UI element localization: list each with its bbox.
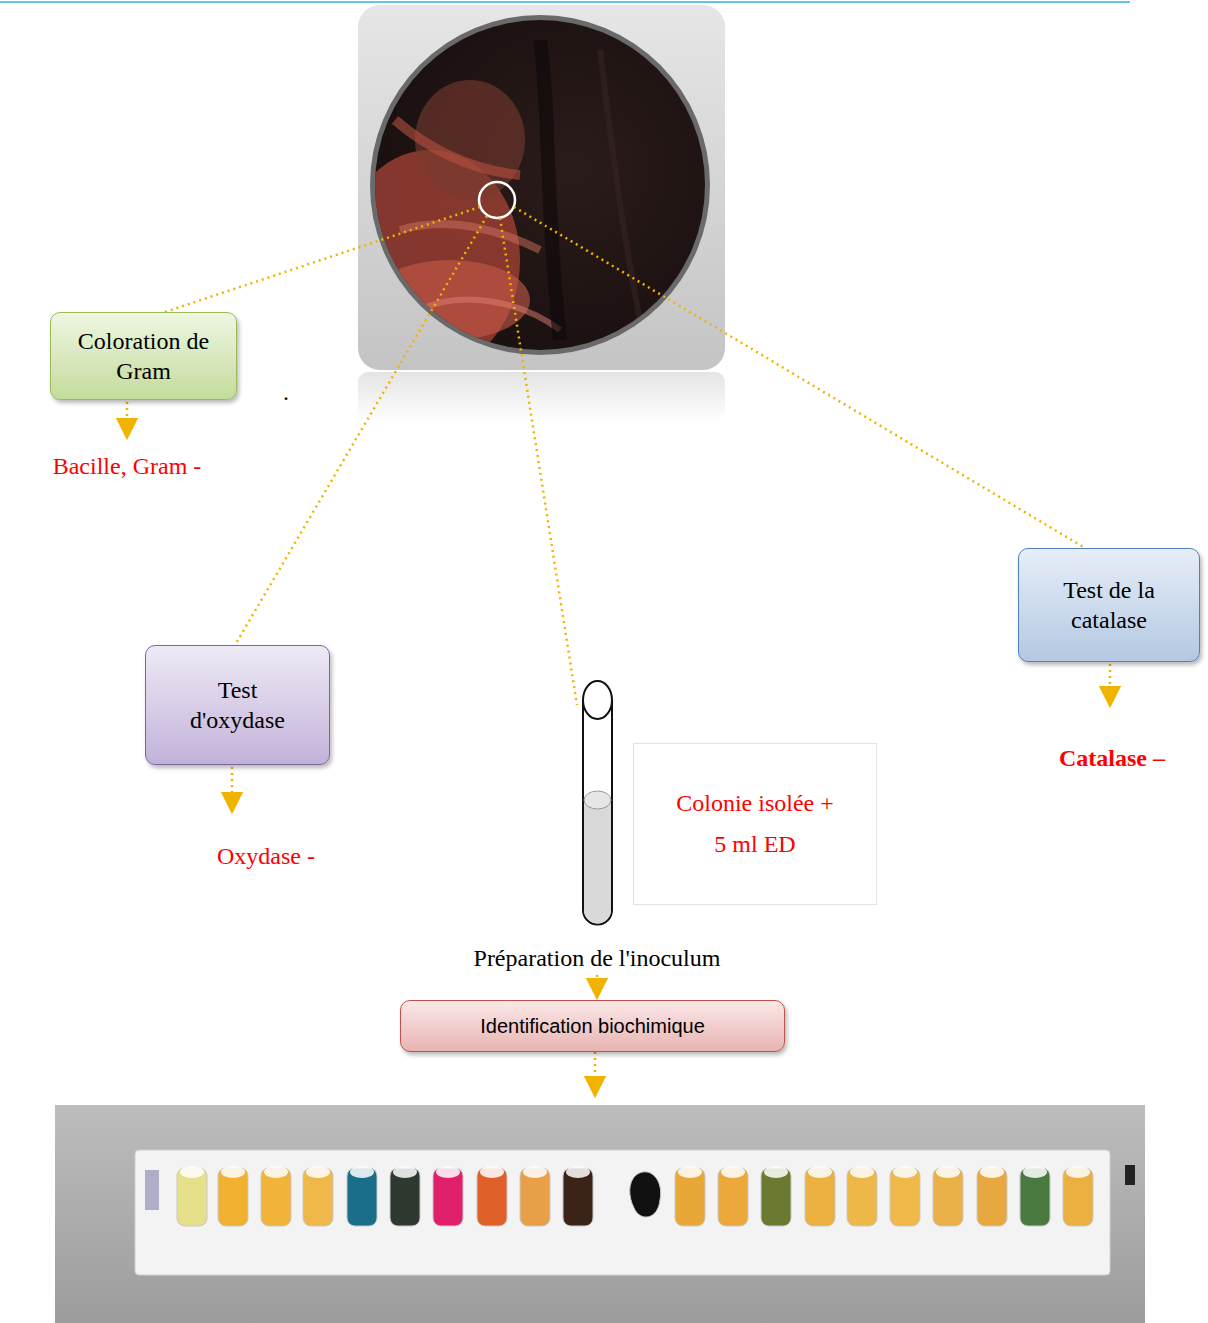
result-arrow	[1109, 664, 1112, 706]
leader-line	[500, 218, 577, 705]
leader-line	[235, 216, 487, 645]
photo-background	[55, 1105, 1145, 1323]
strip-edge-mark	[1125, 1165, 1135, 1185]
liquid-surface	[584, 791, 611, 809]
top-rule	[0, 1, 1130, 3]
dotted-leaders	[127, 207, 1110, 1096]
black-spot	[630, 1172, 661, 1217]
box-text: Coloration de Gram	[63, 326, 224, 386]
box-text: Colonie isolée + 5 ml ED	[674, 783, 836, 865]
box-text: Test de la catalase	[1033, 575, 1185, 635]
result-text: Bacille, Gram -	[53, 452, 202, 481]
result-arrow	[231, 767, 234, 812]
cupule-caps	[180, 1166, 1090, 1178]
test-box: Test de la catalase	[1018, 548, 1200, 662]
flow-arrow	[596, 975, 599, 998]
result-text: Oxydase -	[217, 842, 315, 871]
process-box: Identification biochimique	[400, 1000, 785, 1052]
box-text: Identification biochimique	[480, 1014, 705, 1039]
selected-colony-ring	[479, 182, 515, 218]
flow-arrow	[594, 1052, 597, 1096]
tube-liquid	[584, 800, 611, 924]
test-tube	[583, 681, 612, 925]
test-box: Test d'oxydase	[145, 645, 330, 765]
step-label: Préparation de l'inoculum	[474, 944, 721, 973]
tube-body	[583, 700, 612, 925]
petri-dish-photo	[340, 5, 725, 422]
bacterial-growth	[340, 40, 640, 370]
strip-mark	[145, 1170, 159, 1210]
box-text: Test d'oxydase	[180, 675, 295, 735]
leader-line	[165, 207, 480, 312]
inoculum-note: Colonie isolée + 5 ml ED	[633, 743, 877, 905]
photo-reflection	[358, 372, 725, 422]
stray-mark: .	[283, 378, 289, 407]
strip-tray	[135, 1150, 1110, 1275]
result-arrow	[126, 402, 129, 438]
test-box: Coloration de Gram	[50, 312, 237, 400]
tube-mouth	[583, 681, 612, 719]
leader-line	[514, 207, 1085, 548]
api-strip-photo	[55, 1105, 1145, 1323]
result-text: Catalase –	[1059, 744, 1165, 773]
